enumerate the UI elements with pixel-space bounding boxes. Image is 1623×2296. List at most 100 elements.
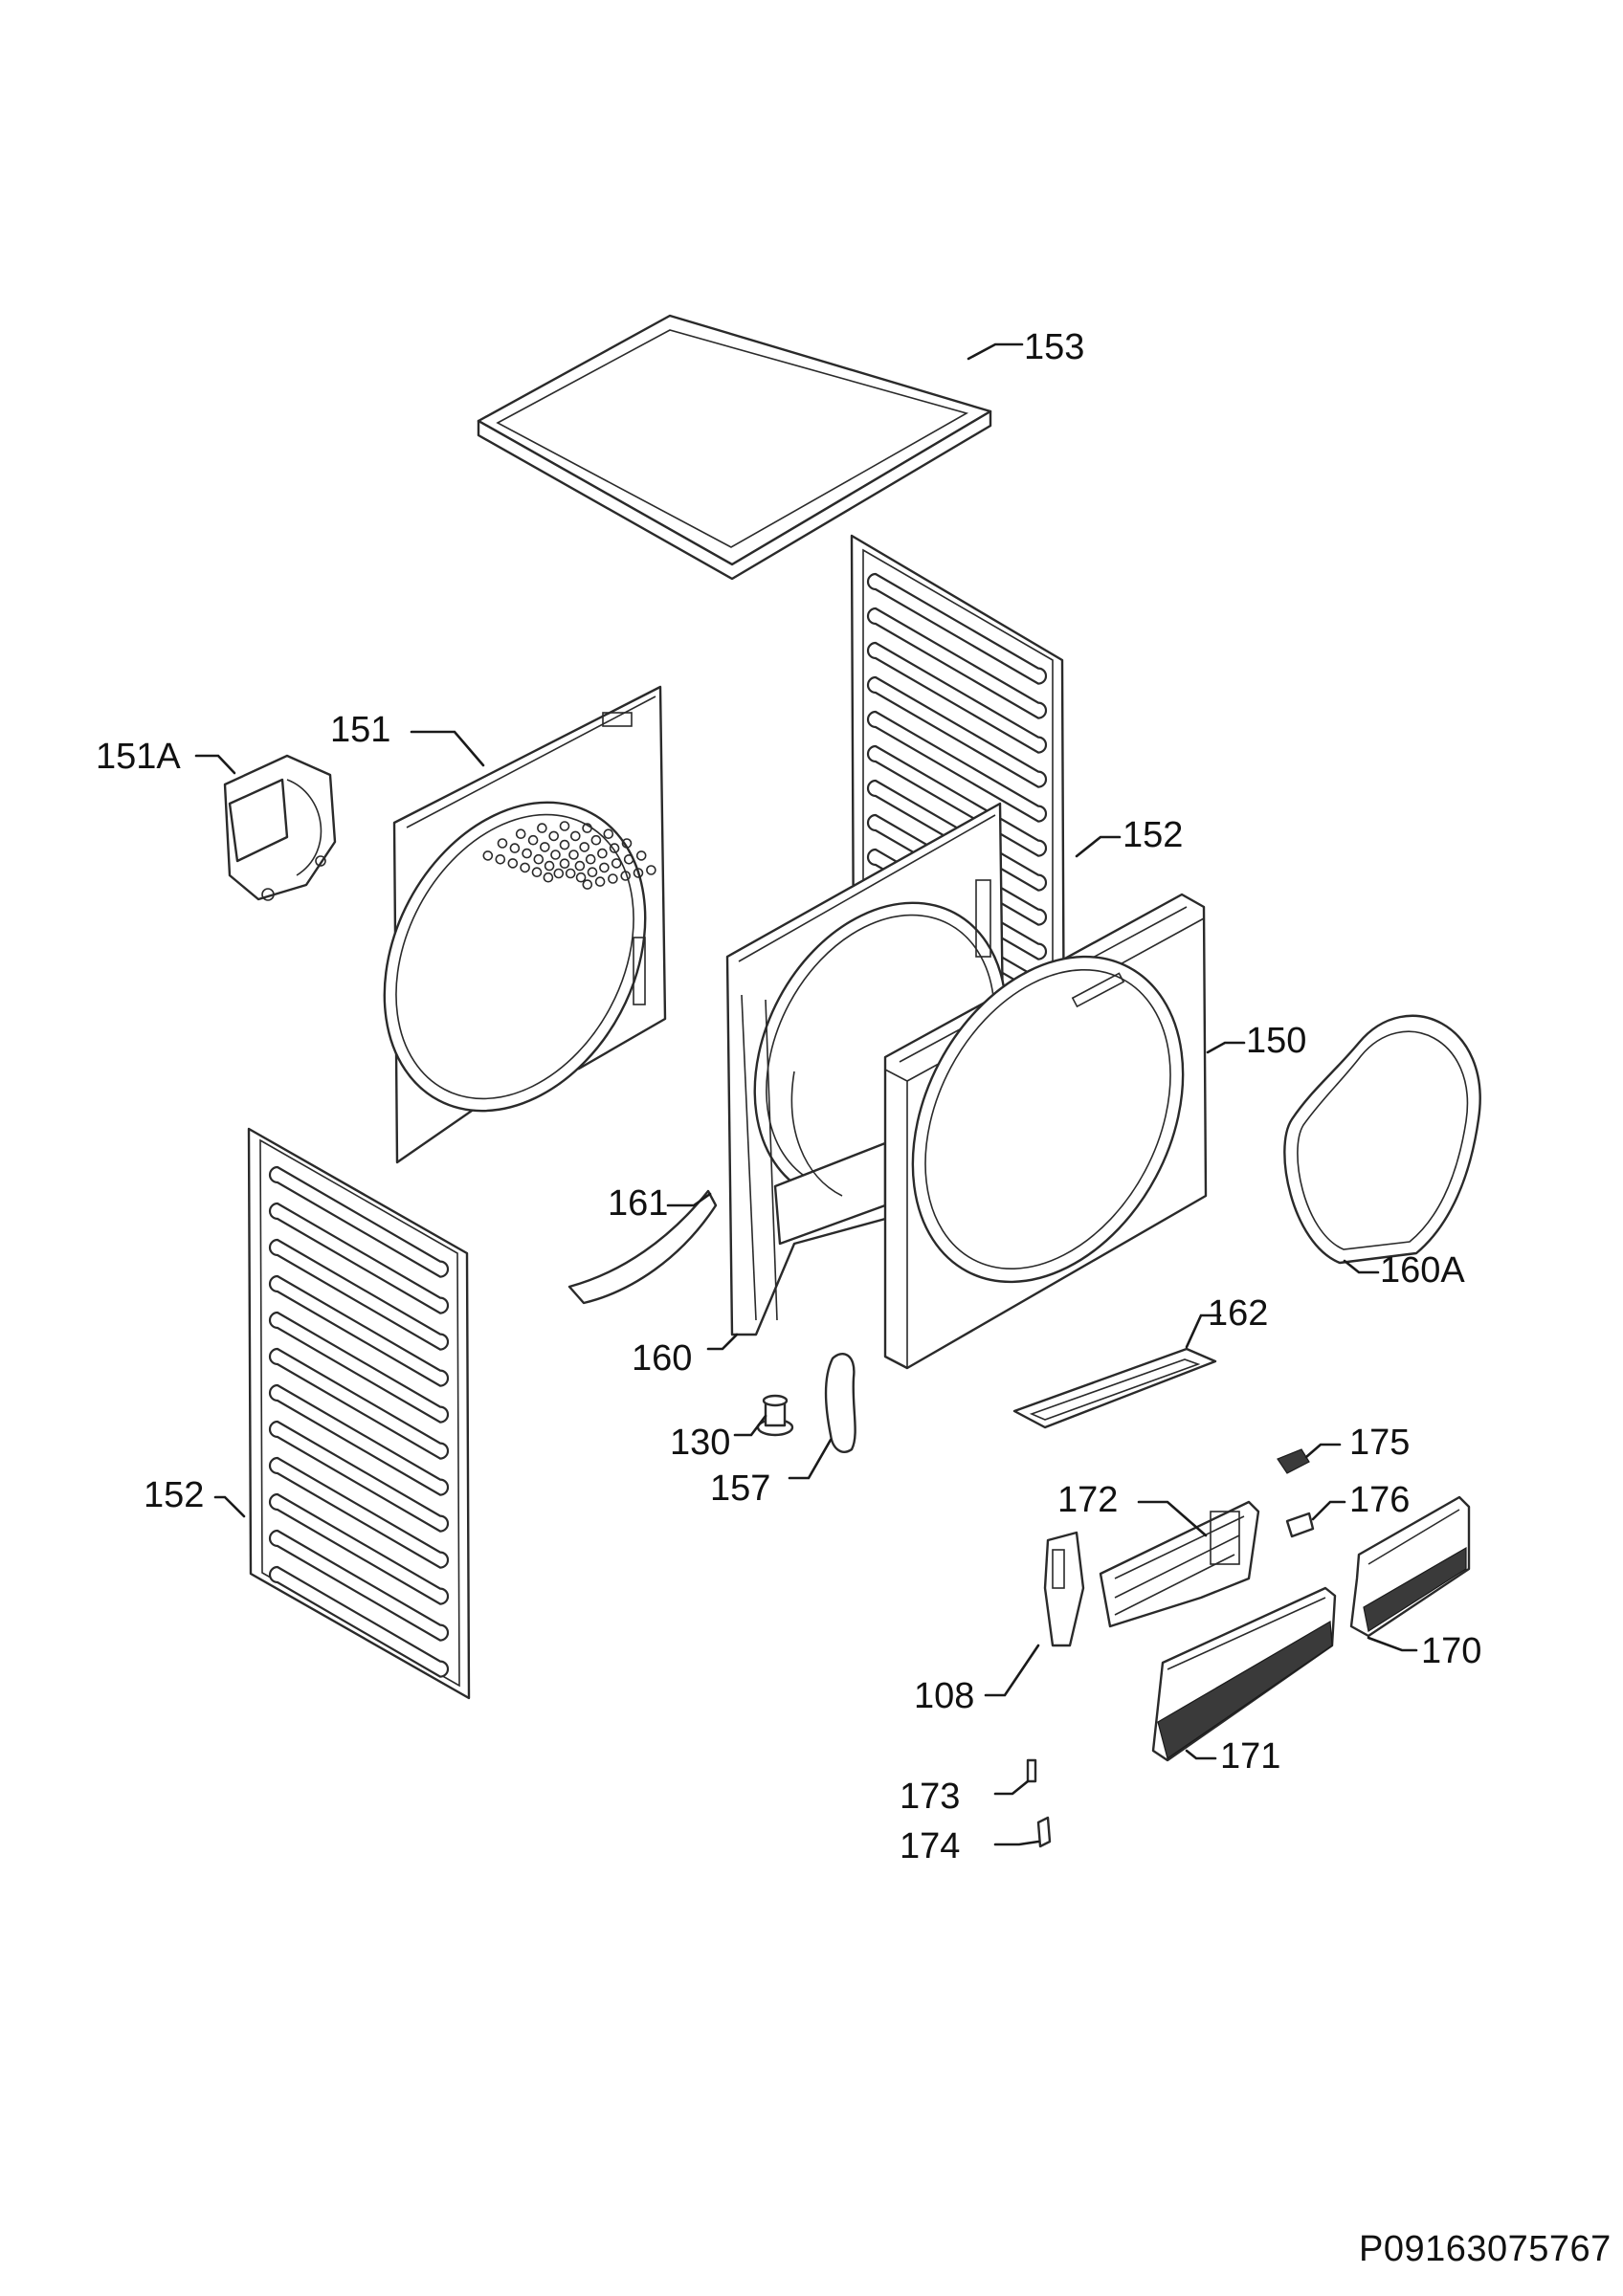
panel-slot <box>268 1456 450 1569</box>
callout-176: 176 <box>1349 1480 1410 1520</box>
perforation-hole <box>548 830 560 842</box>
perforation-hole <box>585 853 596 865</box>
callout-160: 160 <box>632 1338 692 1379</box>
perforation-hole <box>569 830 581 842</box>
callout-150: 150 <box>1246 1021 1306 1061</box>
part-173-pin <box>1026 1758 1037 1783</box>
perforation-hole <box>633 868 644 878</box>
panel-slot <box>268 1202 450 1314</box>
perforation-hole <box>635 850 647 861</box>
perforation-hole <box>579 842 590 852</box>
callout-161: 161 <box>608 1183 668 1224</box>
panel-slot <box>268 1347 450 1460</box>
panel-slot <box>268 1529 450 1642</box>
panel-slot <box>268 1311 450 1424</box>
perforation-hole <box>509 843 521 853</box>
part-108-lever <box>1043 1531 1085 1647</box>
part-130-foot <box>756 1394 794 1437</box>
perforation-hole <box>582 823 592 833</box>
panel-slot <box>268 1492 450 1605</box>
callout-160a: 160A <box>1380 1250 1465 1291</box>
callout-174: 174 <box>900 1826 960 1866</box>
document-id: P09163075767 <box>1359 2229 1612 2269</box>
perforation-hole <box>559 821 570 831</box>
callout-153: 153 <box>1024 327 1084 367</box>
part-170-control-panel-right <box>1349 1495 1471 1638</box>
callout-151: 151 <box>330 710 390 750</box>
callout-162: 162 <box>1208 1293 1268 1334</box>
callout-labels: 153 151 151A 152 150 160A 161 160 162 13… <box>96 327 1481 1866</box>
perforation-hole <box>609 843 620 853</box>
perforation-hole <box>543 872 554 883</box>
perforation-hole <box>597 848 608 859</box>
perforation-hole <box>611 858 622 869</box>
part-151-rear-panel <box>383 685 667 1164</box>
perforation-hole <box>497 838 508 849</box>
panel-slot <box>866 641 1048 754</box>
perforation-hole <box>608 873 618 884</box>
callout-151a: 151A <box>96 737 181 777</box>
perforation-hole <box>574 860 586 872</box>
part-174-spring <box>1036 1816 1052 1848</box>
callout-171: 171 <box>1220 1736 1280 1777</box>
leader-lines <box>194 342 1418 1846</box>
perforation-hole <box>533 853 545 865</box>
callout-108: 108 <box>914 1676 974 1716</box>
perforation-hole <box>568 850 579 860</box>
callout-172: 172 <box>1057 1480 1118 1520</box>
perforation-hole <box>553 868 565 879</box>
perforation-hole <box>559 839 570 850</box>
part-161-trim <box>567 1189 718 1305</box>
perforation-hole <box>522 848 532 859</box>
perforation-hole <box>482 850 494 861</box>
perforation-hole <box>527 834 539 846</box>
panel-slot <box>866 607 1048 719</box>
part-152-left-side-panel <box>247 1127 471 1700</box>
part-150-front-panel <box>883 893 1208 1370</box>
panel-slot <box>268 1565 450 1678</box>
callout-152-left: 152 <box>144 1475 204 1515</box>
perforation-hole <box>520 862 530 873</box>
perforation-hole <box>550 850 561 860</box>
part-162-filter-frame <box>1012 1347 1217 1429</box>
perforation-hole <box>575 872 587 883</box>
panel-slot <box>268 1165 450 1278</box>
perforation-hole <box>620 871 632 881</box>
callout-157: 157 <box>710 1468 770 1509</box>
panel-slot <box>268 1274 450 1387</box>
part-175-clip <box>1277 1448 1310 1474</box>
perforation-hole <box>582 879 593 890</box>
part-176-button <box>1285 1512 1315 1538</box>
part-157-hinge-cover <box>824 1353 856 1453</box>
panel-slot <box>268 1238 450 1351</box>
callout-152-right: 152 <box>1123 815 1183 855</box>
perforation-hole <box>537 823 547 833</box>
perforation-hole <box>544 860 555 872</box>
perforation-hole <box>565 868 576 879</box>
callout-173: 173 <box>900 1777 960 1817</box>
part-160a-door-seal <box>1283 1014 1481 1265</box>
panel-slot <box>866 710 1048 823</box>
perforation-hole <box>559 858 570 870</box>
perforation-hole <box>590 834 602 846</box>
part-153-top-cover <box>477 314 992 581</box>
panel-slot <box>268 1420 450 1533</box>
perforation-hole <box>507 858 519 869</box>
perforation-hole <box>587 867 598 878</box>
perforation-hole <box>515 828 526 840</box>
panel-slot <box>268 1383 450 1496</box>
perforation-hole <box>603 828 614 840</box>
perforation-hole <box>646 865 656 875</box>
perforation-hole <box>623 853 634 865</box>
callout-175: 175 <box>1349 1423 1410 1463</box>
perforation-hole <box>539 842 550 852</box>
callout-170: 170 <box>1421 1631 1481 1671</box>
callout-130: 130 <box>670 1423 730 1463</box>
part-151a-duct <box>223 754 337 901</box>
panel-slot <box>866 572 1048 685</box>
perforation-hole <box>531 867 543 878</box>
perforation-hole <box>621 838 633 849</box>
perforation-hole <box>495 853 506 865</box>
part-171-control-panel-left <box>1151 1586 1337 1762</box>
